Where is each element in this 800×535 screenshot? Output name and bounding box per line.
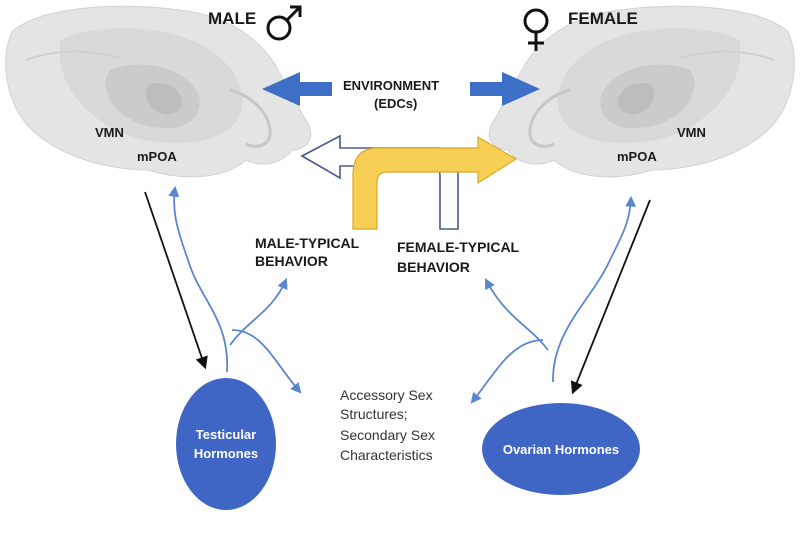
environment-label: ENVIRONMENT — [343, 78, 439, 93]
vmn-label-female: VMN — [677, 125, 706, 140]
female-label: FEMALE — [568, 9, 638, 28]
mpoa-label-male: mPOA — [137, 149, 177, 164]
mars-icon — [266, 5, 302, 41]
testicular-hormones-node: Testicular Hormones — [176, 378, 276, 510]
venus-icon — [523, 8, 549, 51]
ovarian-effect-arrows — [470, 195, 636, 404]
female-behavior-arrow — [352, 135, 518, 230]
female-brain-illustration — [488, 5, 795, 178]
male-label: MALE — [208, 9, 256, 28]
environment-arrow-right — [470, 72, 540, 106]
male-brain-illustration — [5, 5, 312, 178]
environment-arrow-left — [262, 72, 332, 106]
male-behavior-label-line1: MALE-TYPICAL — [255, 235, 360, 251]
testicular-label-line1: Testicular — [196, 427, 256, 442]
testicular-effect-arrows — [168, 185, 302, 394]
vmn-label-male: VMN — [95, 125, 124, 140]
mpoa-label-female: mPOA — [617, 149, 657, 164]
ovarian-hormones-node: Ovarian Hormones — [482, 403, 640, 495]
testicular-label-line2: Hormones — [194, 446, 258, 461]
edcs-label: (EDCs) — [374, 96, 417, 111]
male-behavior-label-line2: BEHAVIOR — [255, 253, 328, 269]
female-behavior-label-line2: BEHAVIOR — [397, 259, 470, 275]
male-brain-to-testicular-arrow — [144, 191, 208, 370]
accessory-label-line4: Characteristics — [340, 447, 433, 463]
accessory-label-line1: Accessory Sex — [340, 387, 433, 403]
female-behavior-label-line1: FEMALE-TYPICAL — [397, 239, 520, 255]
female-brain-to-ovarian-arrow — [570, 199, 651, 395]
accessory-label-line3: Secondary Sex — [340, 427, 435, 443]
accessory-label-line2: Structures; — [340, 406, 408, 422]
ovarian-label: Ovarian Hormones — [503, 442, 619, 457]
